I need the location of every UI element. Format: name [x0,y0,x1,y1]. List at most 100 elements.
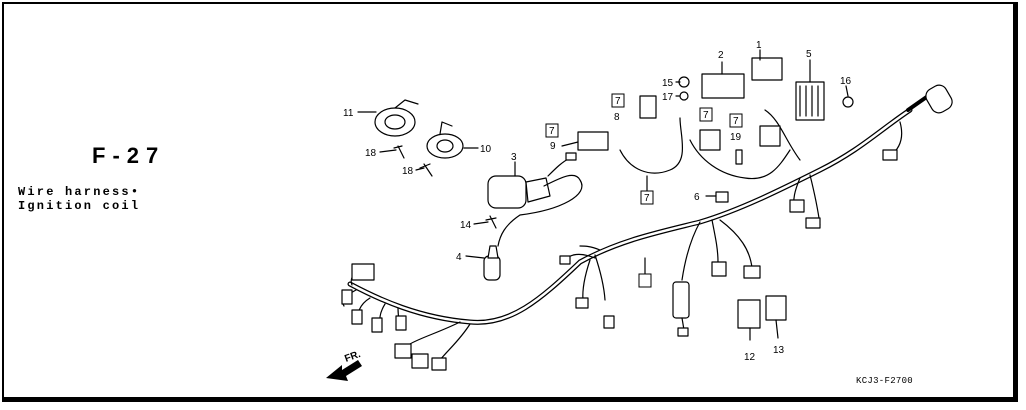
figure-number: F-27 [92,143,166,168]
callout-13: 13 [773,345,785,356]
callout-18b: 18 [402,166,414,177]
callout-9: 9 [550,141,556,152]
connector-left-4 [371,317,383,333]
leader-18a [379,149,397,153]
sub-harness-upper-2 [689,139,791,180]
leader-13 [775,319,779,339]
front-arrow: FR. [326,349,362,381]
connector-mid-1 [575,297,589,309]
callout-3: 3 [511,152,517,163]
callout-12: 12 [744,352,756,363]
connector-right-2 [805,217,821,229]
bracket-8 [639,95,657,119]
front-arrow-shape [326,360,362,381]
branch-mid-1 [594,254,606,301]
bracket-7c [699,129,721,151]
connector-center-3 [743,265,761,279]
connector-right-1 [789,199,805,213]
connector-left-1 [351,263,375,281]
relay-12 [737,299,761,329]
callout-14: 14 [460,220,472,231]
callout-7b: 7 [549,126,555,137]
leader-16 [845,85,849,97]
branch-center-1 [681,221,701,281]
connector-19 [735,149,743,165]
bracket-19 [759,125,781,147]
harness-front-end [906,94,930,112]
callout-1: 1 [756,40,762,51]
relay-13 [765,295,787,321]
connector-lower-left-3 [431,357,447,371]
connector-left-5 [395,315,407,331]
callout-box-7b [545,123,559,138]
sub-harness-upper [619,117,684,174]
bolt-16 [842,96,854,108]
unit-5-fins [799,85,819,117]
callout-17: 17 [662,92,674,103]
figure-title: Wire harness• Ignition coil [18,185,140,213]
callout-7c: 7 [703,110,709,121]
connector-lower-left-2 [411,353,429,369]
callout-11: 11 [343,108,354,119]
callout-16: 16 [840,76,852,87]
washer-17 [679,91,689,101]
callout-7a: 7 [615,96,621,107]
branch-center-3 [719,219,753,269]
callout-8: 8 [614,112,620,123]
horn-11-inner [384,114,406,130]
callout-19: 19 [730,132,742,143]
callout-box-7f [638,273,652,288]
harness-main-trunk-inner [348,108,912,324]
leader-9 [561,141,579,147]
horn-11 [374,107,416,137]
callout-box-7e [640,190,654,205]
connector-mid-3 [559,255,571,265]
leader-4 [465,255,485,259]
horn-11-bracket [394,99,419,109]
connector-left-2 [341,289,353,305]
spark-plug-cap [483,255,501,281]
figure-code: KCJ3-F2700 [856,376,914,386]
bracket-9 [577,131,609,151]
horn-10-inner [436,139,454,153]
callout-box-7d [729,113,743,128]
callout-5: 5 [806,49,812,60]
bolt-14 [485,215,497,229]
unit-2 [701,73,745,99]
harness-end-cap [925,84,953,114]
ignition-coil-body [487,175,527,209]
sub-harness-upper-3 [764,109,801,161]
connector-right-top [882,149,898,161]
branch-mid-2 [582,259,591,301]
branch-mid-4 [579,245,601,251]
spark-plug-cap-boot [487,245,499,259]
callout-4: 4 [456,252,462,263]
callout-6: 6 [694,192,700,203]
callout-7e: 7 [644,193,650,204]
leader-18b [415,167,425,171]
ignition-coil-lead [547,157,571,177]
diagram-frame [2,2,1018,402]
connector-left-3 [351,309,363,325]
connector-relay-6 [715,191,729,203]
callout-15: 15 [662,78,674,89]
bolt-18a [393,145,405,159]
ignition-coil-wire [497,174,583,247]
branch-center-2 [711,219,719,263]
horn-10-bracket [439,121,453,135]
connector-lower-left-1 [394,343,412,359]
unit-5 [795,81,825,121]
coil-connector [565,152,577,161]
front-arrow-label: FR. [343,349,362,365]
connector-mid-2 [603,315,615,329]
callout-2: 2 [718,50,724,61]
connector-center-2 [711,261,727,277]
callout-7d: 7 [733,116,739,127]
callout-box-7a [611,93,625,108]
connector-center-5 [677,327,689,337]
figure-title-line2: Ignition coil [18,199,141,213]
horn-10 [426,133,464,159]
branch-lower-left [409,321,461,345]
leader-14 [473,221,489,225]
